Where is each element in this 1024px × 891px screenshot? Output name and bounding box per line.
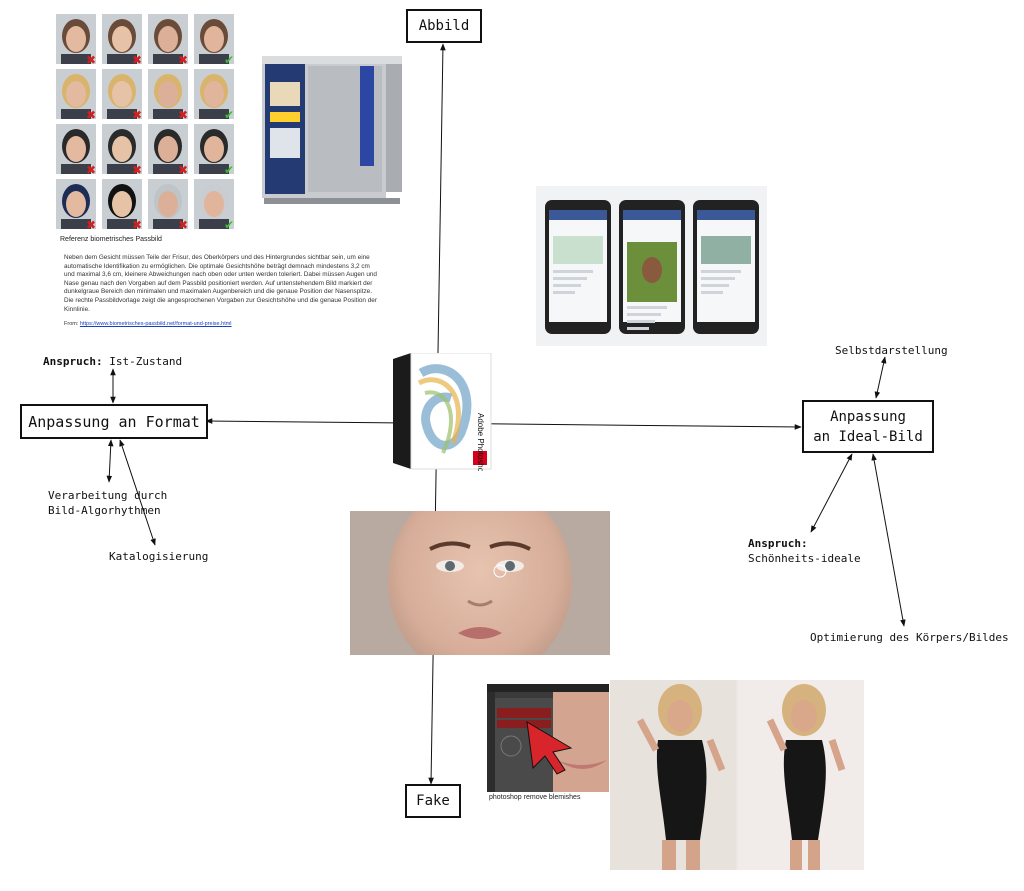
cross-icon: ✖ <box>132 218 142 232</box>
passbild-body-text: Neben dem Gesicht müssen Teile der Frisu… <box>64 254 377 313</box>
node-anpassung-format: Anpassung an Format <box>20 404 208 439</box>
anspruch-right-bold: Anspruch: <box>748 537 808 550</box>
label-anspruch-schoenheit: Anspruch: Schönheits-ideale <box>748 536 861 566</box>
cross-icon: ✖ <box>132 53 142 67</box>
arrow-ideal-schoenheit <box>810 453 853 533</box>
anspruch-left-bold: Anspruch: <box>43 355 103 368</box>
anspruch-right-line-2: Schönheits-ideale <box>748 552 861 565</box>
label-anspruch-ist: Anspruch: Ist-Zustand <box>43 354 182 369</box>
face-closeup-image <box>350 511 610 655</box>
verarbeitung-line-1: Verarbeitung durch <box>48 489 168 502</box>
photo-booth-image <box>262 52 404 210</box>
cross-icon: ✖ <box>178 218 188 232</box>
check-icon: ✔ <box>224 218 234 232</box>
verarbeitung-line-2: Bild-Algorhythmen <box>48 504 161 517</box>
cross-icon: ✖ <box>178 108 188 122</box>
cross-icon: ✖ <box>86 108 96 122</box>
check-icon: ✔ <box>224 53 234 67</box>
cross-icon: ✖ <box>86 163 96 177</box>
node-abbild: Abbild <box>406 9 482 43</box>
arrow-format-verarbeitung <box>106 439 114 483</box>
passbild-source: From: https://www.biometrisches-passbild… <box>64 321 232 327</box>
label-optimierung: Optimierung des Körpers/Bildes <box>810 631 1009 644</box>
ideal-line-2: an Ideal-Bild <box>813 428 923 445</box>
anspruch-left-rest: Ist-Zustand <box>102 355 183 368</box>
photoshop-blemish-caption: photoshop remove blemishes <box>489 794 581 801</box>
ideal-line-1: Anpassung <box>830 408 906 425</box>
source-link[interactable]: https://www.biometrisches-passbild.net/f… <box>79 321 232 327</box>
arrow-ideal-optimierung <box>871 453 906 627</box>
cross-icon: ✖ <box>86 218 96 232</box>
cross-icon: ✖ <box>132 163 142 177</box>
node-fake: Fake <box>405 784 461 818</box>
photoshop-cs2-box-image: Adobe Photoshop CS2 <box>391 353 493 471</box>
label-verarbeitung: Verarbeitung durch Bild-Algorhythmen <box>48 488 167 518</box>
cross-icon: ✖ <box>178 53 188 67</box>
check-icon: ✔ <box>224 163 234 177</box>
arrow-format-katalog <box>119 439 156 546</box>
cross-icon: ✖ <box>178 163 188 177</box>
photoshop-box-text: Adobe Photoshop CS2 <box>476 413 485 471</box>
cross-icon: ✖ <box>132 108 142 122</box>
label-selbstdarstellung: Selbstdarstellung <box>835 344 948 357</box>
node-anpassung-ideal: Anpassung an Ideal-Bild <box>802 400 934 453</box>
facebook-phones-image <box>536 186 767 346</box>
check-icon: ✔ <box>224 108 234 122</box>
passbild-caption: Referenz biometrisches Passbild <box>60 236 162 243</box>
axis-format-ideal <box>205 418 802 430</box>
cross-icon: ✖ <box>86 53 96 67</box>
source-label: From: <box>64 321 79 327</box>
passbild-grid-svg: ✖ ✖ ✖ ✔ ✖ ✖ ✖ ✔ ✖ ✖ ✖ ✔ ✖ ✖ ✖ ✔ <box>56 14 234 232</box>
retouch-before-after-image <box>610 680 864 870</box>
photoshop-blemish-screenshot <box>487 684 609 792</box>
label-katalogisierung: Katalogisierung <box>109 550 209 563</box>
arrow-selbst-ideal <box>874 356 887 399</box>
passbild-grid-image: ✖ ✖ ✖ ✔ ✖ ✖ ✖ ✔ ✖ ✖ ✖ ✔ ✖ ✖ ✖ ✔ <box>56 14 240 232</box>
